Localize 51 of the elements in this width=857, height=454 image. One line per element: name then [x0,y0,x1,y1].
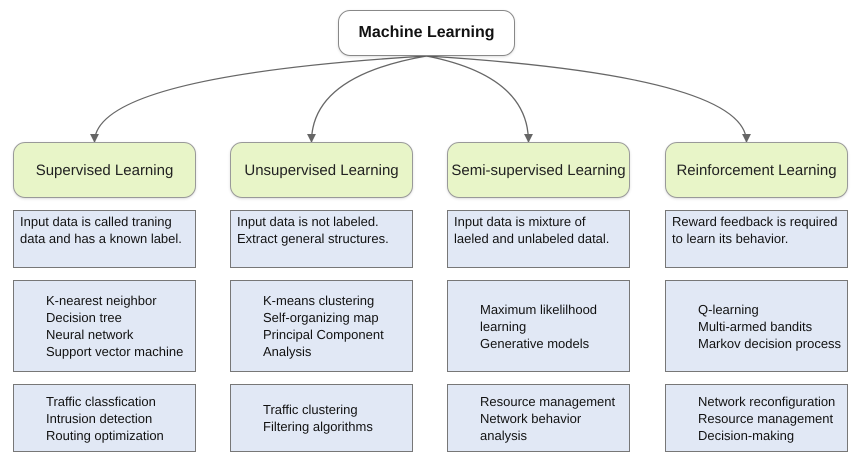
list-item: Filtering algorithms [263,418,374,435]
description-box [230,210,413,268]
list-item: Maximum likelilhood learning [480,300,598,334]
list-item: Decision tree [46,309,123,326]
list-box [447,280,630,372]
list-item: Traffic clustering [263,401,359,418]
list-item: Intrusion detection [46,410,154,426]
arrow [426,55,750,143]
description-text: Input data is mixture of laeled and unlabeled datal. [454,213,610,247]
list-box [447,384,630,452]
description-box [13,210,196,268]
node-title: Machine Learning [358,23,495,43]
list-box [230,384,413,452]
arrow [426,55,532,143]
category-title: Reinforcement Learning [676,160,837,180]
category-title: Unsupervised Learning [244,160,399,180]
list-item: Support vector machine [46,343,184,360]
description-text: Input data is not labeled. Extract general structures. [237,213,390,247]
list-item: Multi-armed bandits [698,318,814,334]
category-box [13,142,196,198]
list-item: Resource management [480,392,616,410]
list-box [665,384,848,452]
list-box [13,280,196,372]
root-box [338,10,515,56]
list-box [230,280,413,372]
list-item: Q-learning [698,300,760,318]
category-box [230,142,413,198]
list-item: Markov decision process [698,334,842,352]
list-item: Neural network [46,326,134,343]
list-item: Network behavior analysis [480,410,582,444]
list-item: Routing optimization [46,426,165,444]
list-item: Network reconfiguration [698,392,836,410]
arrow [308,55,427,143]
list-item: Decision-making [698,426,796,444]
list-item: K-means clustering [263,292,376,309]
list-box [13,384,196,452]
description-text: Input data is called traning data and has a known label. [20,213,183,247]
category-title: Supervised Learning [36,160,174,180]
list-item: Self-organizing map [263,309,380,326]
list-item: Principal Component Analysis [263,326,385,360]
category-title: Semi-supervised Learning [451,160,626,180]
list-box [665,280,848,372]
list-item: Resource management [698,410,834,426]
category-box [447,142,630,198]
list-item: Generative models [480,334,590,352]
list-item: K-nearest neighbor [46,292,158,309]
category-box [665,142,848,198]
list-item: Traffic classfication [46,392,157,410]
description-box [665,210,848,268]
description-text: Reward feedback is required to learn its behavior. [672,213,838,247]
description-box [447,210,630,268]
